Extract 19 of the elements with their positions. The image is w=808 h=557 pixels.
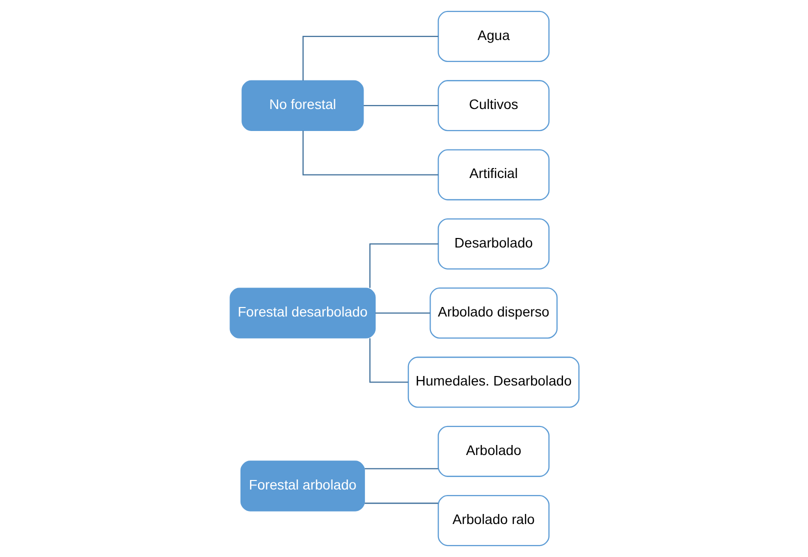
- node-box: Cultivos: [437, 80, 550, 132]
- node-box: Arbolado ralo: [437, 495, 550, 546]
- node-box: Arbolado disperso: [429, 288, 558, 339]
- node-box: No forestal: [241, 80, 364, 131]
- node-box: Forestal desarbolado: [229, 288, 376, 338]
- node-box: Forestal arbolado: [240, 460, 364, 512]
- node-box: Arbolado: [437, 426, 550, 477]
- connector: [364, 468, 438, 470]
- connector: [374, 312, 430, 314]
- connector: [302, 36, 438, 80]
- connector: [302, 130, 438, 176]
- connector: [368, 338, 408, 383]
- connector: [363, 105, 438, 106]
- node-box: Artificial: [437, 149, 550, 200]
- connector: [364, 502, 438, 504]
- node-box: Agua: [437, 10, 550, 62]
- node-box: Humedales. Desarbolado: [407, 356, 579, 408]
- connector: [368, 243, 438, 288]
- node-box: Desarbolado: [437, 218, 550, 270]
